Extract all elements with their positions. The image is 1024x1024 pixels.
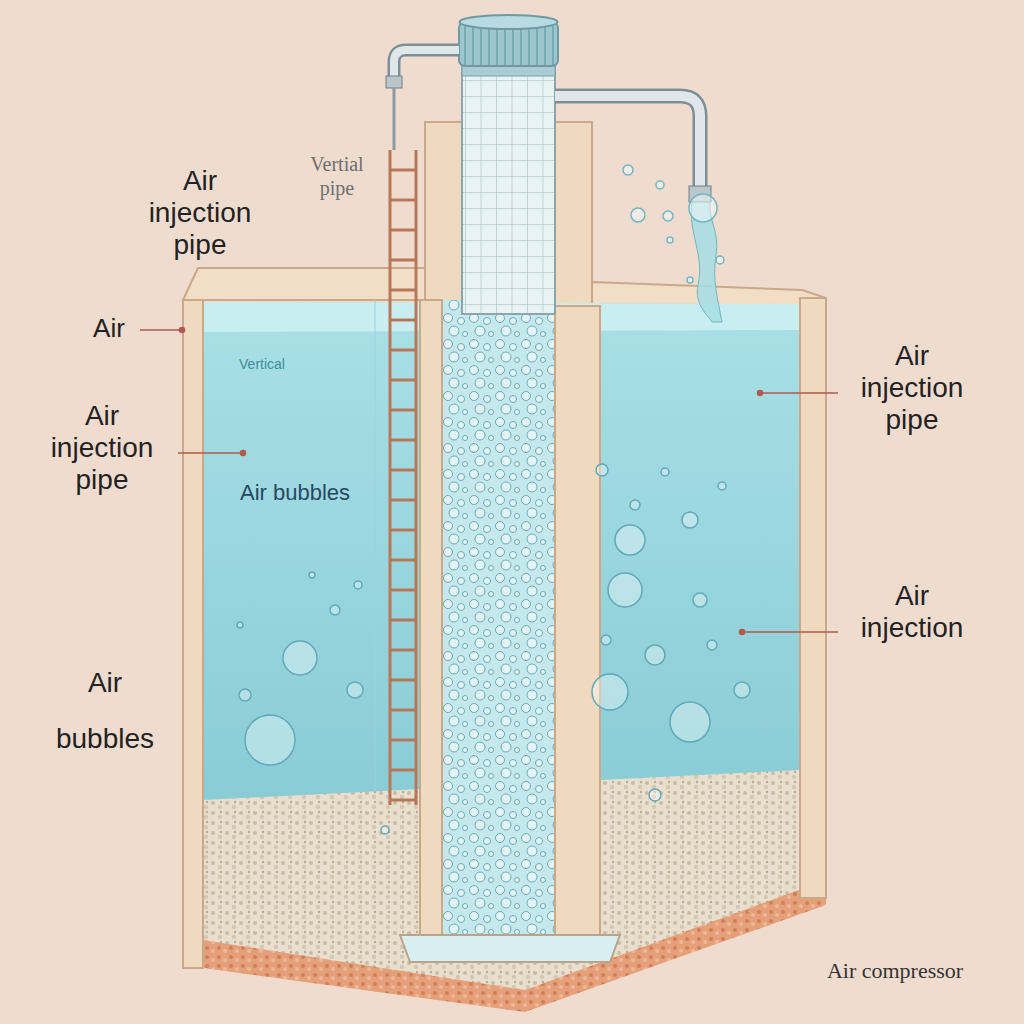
part-label: Air injection pipe (32, 400, 172, 497)
shaft-wall (420, 300, 442, 950)
shaft-post (425, 122, 465, 312)
outlet-pipe (555, 96, 700, 190)
air-hose (393, 88, 396, 150)
leader-lines (140, 328, 838, 635)
shaft-water (442, 300, 555, 940)
vertical-column (462, 62, 555, 314)
shaft-post (552, 122, 592, 312)
air-bubbles (237, 464, 750, 834)
tank-wall (183, 300, 203, 968)
part-label: Air (80, 313, 138, 344)
part-label: Air bubbles (235, 478, 355, 508)
shaft-wall (555, 306, 600, 946)
part-label: Air compressor (790, 958, 1000, 984)
part-label: Air injection (842, 580, 982, 644)
pipe-outline (555, 96, 700, 190)
pipe-outline (394, 50, 459, 78)
pipe-valve (386, 76, 402, 88)
back-corner (375, 300, 376, 860)
part-label: Air injection pipe (842, 340, 982, 437)
cap-top (460, 15, 558, 29)
faint-label: Vertical (212, 356, 312, 373)
air-pipe (394, 50, 459, 78)
shaft-bubbles (442, 300, 555, 940)
part-label: Air bubbles (40, 655, 170, 767)
ladder (390, 150, 416, 805)
part-label: Air injection pipe (130, 165, 270, 262)
tank-wall (800, 298, 826, 898)
splash-bubbles (623, 165, 724, 283)
shaft-base (400, 935, 620, 962)
part-label: Vertial pipe (292, 152, 382, 200)
